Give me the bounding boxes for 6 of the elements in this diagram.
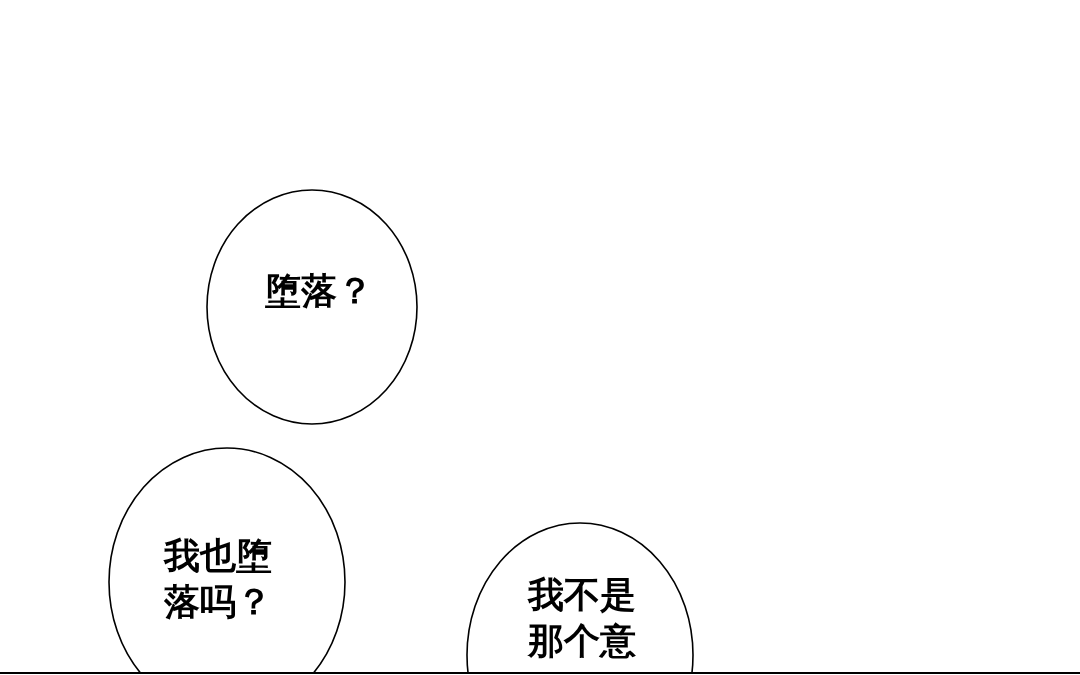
speech-text: 堕落？ [265, 269, 374, 313]
speech-bubble [108, 447, 346, 674]
speech-bubble [466, 522, 694, 674]
speech-text: 我也堕落吗？ [164, 534, 273, 624]
speech-text: 我不是那个意 [528, 573, 637, 663]
speech-bubble [206, 189, 418, 425]
